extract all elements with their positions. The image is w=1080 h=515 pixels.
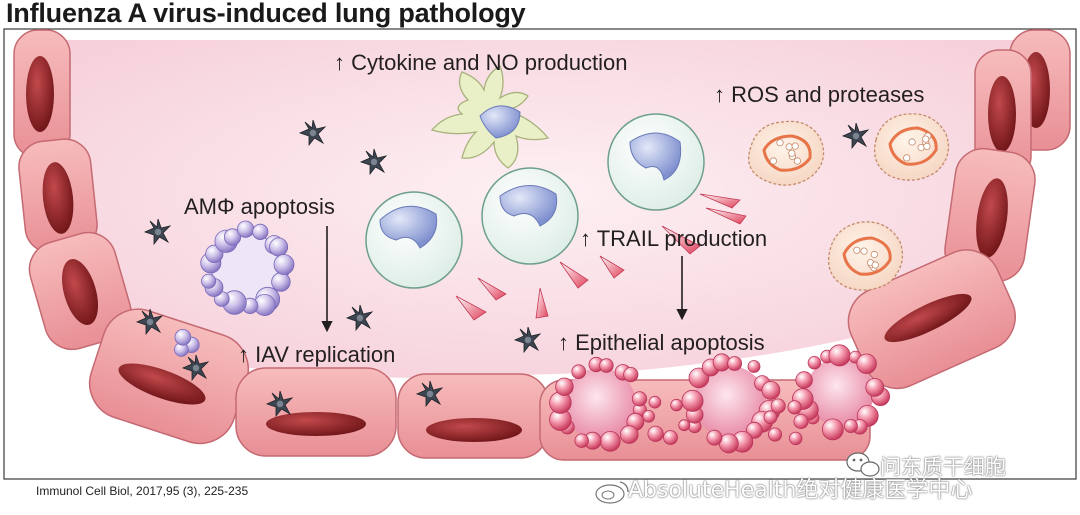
figure-frame <box>3 28 1077 480</box>
label-trail-production: ↑ TRAIL production <box>580 226 768 251</box>
right-epithelial-column <box>847 29 1071 390</box>
bleb <box>793 413 809 429</box>
granule <box>923 142 931 150</box>
label-epithelial-apoptosis: ↑ Epithelial apoptosis <box>558 330 765 355</box>
apoptotic-epithelial-cells <box>564 358 874 440</box>
bleb <box>807 356 822 370</box>
bleb <box>681 389 704 412</box>
bleb <box>706 429 723 446</box>
bleb <box>237 220 255 238</box>
bleb <box>678 419 691 432</box>
bleb <box>865 377 885 397</box>
label-ros-proteases: ↑ ROS and proteases <box>714 82 925 107</box>
bleb <box>271 272 291 292</box>
label-am-phi-apoptosis: AMΦ apoptosis <box>184 194 335 219</box>
bleb <box>631 391 648 407</box>
granule <box>860 247 868 255</box>
bleb <box>745 421 763 439</box>
bleb <box>642 409 655 423</box>
granule <box>785 143 793 151</box>
bleb <box>574 433 589 448</box>
granule <box>922 135 930 143</box>
bleb <box>663 430 678 445</box>
bleb <box>273 254 295 275</box>
bleb <box>623 366 639 383</box>
wechat-logo-icon <box>846 452 880 477</box>
bleb <box>647 425 664 442</box>
bleb <box>670 398 683 412</box>
granule <box>769 157 778 165</box>
granule <box>870 250 878 259</box>
bleb <box>269 237 289 257</box>
neutrophil-granules <box>769 132 932 272</box>
bleb <box>761 380 781 400</box>
bleb <box>599 430 621 452</box>
macrophage-blebs <box>174 220 295 357</box>
bleb <box>843 418 858 433</box>
bleb <box>619 425 639 444</box>
trail-wedges <box>455 193 747 321</box>
granule <box>853 246 861 254</box>
granule <box>908 138 916 146</box>
granule <box>793 157 802 165</box>
bleb <box>770 398 786 414</box>
watermark-english: AbsoluteHealth绝对健康医学中心 <box>628 478 973 503</box>
granule <box>788 149 796 157</box>
granule <box>776 139 784 147</box>
bleb <box>252 223 269 240</box>
granule <box>917 144 925 152</box>
bleb <box>768 427 783 442</box>
label-cytokine-no-production: ↑ Cytokine and NO production <box>334 50 628 75</box>
bleb <box>747 360 761 373</box>
bleb <box>787 400 802 415</box>
bleb <box>174 328 192 346</box>
figure-title: Influenza A virus-induced lung pathology <box>6 0 526 28</box>
granule <box>791 142 799 150</box>
granule <box>903 154 911 162</box>
apoptotic-blebs <box>549 344 891 454</box>
bleb <box>795 371 813 389</box>
granule <box>871 261 879 269</box>
bleb <box>648 395 662 409</box>
bleb <box>201 273 217 289</box>
bleb <box>223 228 242 246</box>
left-epithelial-column <box>13 29 132 351</box>
bleb <box>856 353 877 375</box>
citation: Immunol Cell Biol, 2017,95 (3), 225-235 <box>36 484 249 498</box>
bleb <box>789 431 803 446</box>
neutrophils <box>747 113 950 291</box>
bleb <box>571 364 586 380</box>
bleb <box>555 377 574 397</box>
label-iav-replication: ↑ IAV replication <box>238 342 396 367</box>
sina-weibo-logo-icon <box>595 481 629 504</box>
bleb <box>599 358 614 373</box>
watermark-chinese: 问东质干细胞 <box>880 455 1006 479</box>
bleb <box>821 418 844 441</box>
immune-cells <box>365 113 705 289</box>
bleb <box>727 356 742 371</box>
bleb <box>763 410 778 425</box>
bleb <box>828 344 851 367</box>
